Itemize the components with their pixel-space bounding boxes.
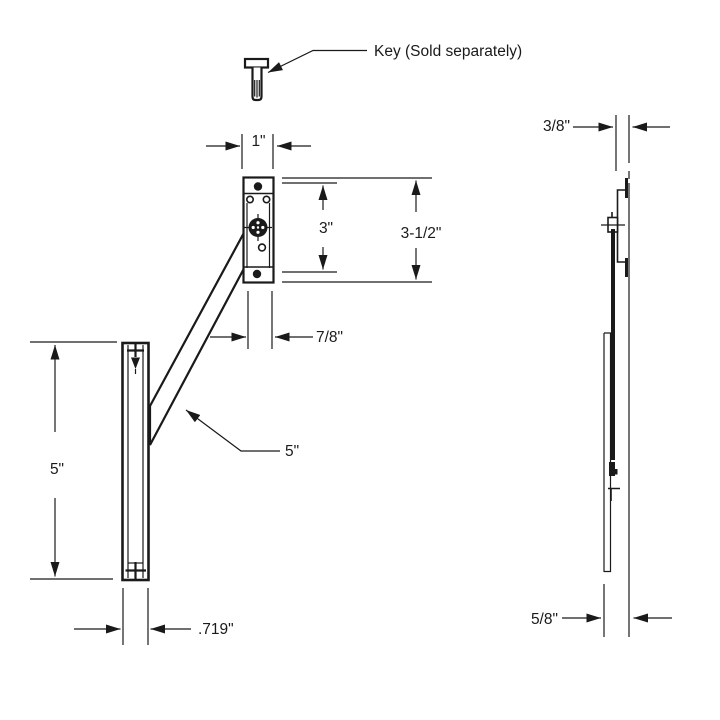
keeper-body xyxy=(121,341,150,582)
dim-height-3-1-2in: 3-1/2" xyxy=(282,177,442,283)
keeper-channel xyxy=(603,332,612,573)
keeper-profile xyxy=(603,332,620,573)
latch-block xyxy=(609,462,615,476)
dim-label: 5" xyxy=(285,443,299,460)
pivot-dot-e xyxy=(261,225,265,230)
leader-arrow xyxy=(185,409,280,452)
frame-bracket xyxy=(242,176,275,284)
dim-thickness-719in: .719" xyxy=(74,588,234,645)
bracket-profile xyxy=(601,178,628,277)
dim-depth-5-8in: 5/8" xyxy=(531,584,672,637)
dim-label: 3/8" xyxy=(543,118,570,135)
keeper-top-pin xyxy=(131,357,140,369)
pivot-dot-n xyxy=(256,221,260,225)
key-head xyxy=(243,57,270,69)
bracket-channel-lines xyxy=(246,203,271,268)
dim-depth-3-8in: 3/8" xyxy=(543,115,670,171)
latch-tab xyxy=(614,469,618,475)
keeper-channel-lines xyxy=(127,345,144,578)
dim-label: 5" xyxy=(50,461,64,478)
dim-width-1in: 1" xyxy=(206,133,311,169)
dim-height-5in: 5" xyxy=(30,341,117,580)
extension-lines xyxy=(282,177,432,283)
pivot-dot-w xyxy=(251,225,255,230)
keeper-top-screw-cross xyxy=(127,344,144,357)
front-view: 1" 3" 3-1/2" 7/8" 5" xyxy=(30,133,441,645)
dim-height-3in: 3" xyxy=(282,182,337,273)
bracket-plate xyxy=(616,189,626,263)
dim-bar-length-5in: 5" xyxy=(185,409,299,460)
dim-label: .719" xyxy=(198,621,234,638)
bottom-screw xyxy=(252,269,262,279)
hinge-knuckle-right xyxy=(262,195,271,204)
pivot-dot-c xyxy=(256,226,260,229)
dim-label: 5/8" xyxy=(531,611,558,628)
dim-label: 7/8" xyxy=(316,329,343,346)
dim-offset-7-8in: 7/8" xyxy=(210,291,343,349)
key-teeth xyxy=(254,80,260,98)
key-icon xyxy=(243,57,270,102)
keeper-bar xyxy=(121,341,150,582)
top-screw xyxy=(253,182,263,191)
extension-lines xyxy=(615,115,630,171)
dim-label: 3" xyxy=(319,220,333,237)
keeper-bottom-screw-cross xyxy=(125,562,146,579)
extension-lines xyxy=(30,341,117,580)
dim-label: 3-1/2" xyxy=(401,225,442,242)
key-detail: Key (Sold separately) xyxy=(243,43,522,102)
extension-lines xyxy=(122,588,149,645)
side-view: 3/8" 5/8" xyxy=(531,115,672,637)
key-note-label: Key (Sold separately) xyxy=(374,43,522,60)
extension-lines xyxy=(241,134,274,169)
dim-label: 1" xyxy=(251,133,265,150)
hinge-knuckle-left xyxy=(246,195,255,204)
pivot-hub xyxy=(244,214,272,241)
extension-lines xyxy=(247,291,273,349)
lower-small-hole xyxy=(257,243,267,252)
pivot-dot-s xyxy=(256,230,260,234)
extension-lines xyxy=(282,182,337,273)
latch-hook xyxy=(608,487,620,501)
key-leader-arrow xyxy=(267,49,367,74)
